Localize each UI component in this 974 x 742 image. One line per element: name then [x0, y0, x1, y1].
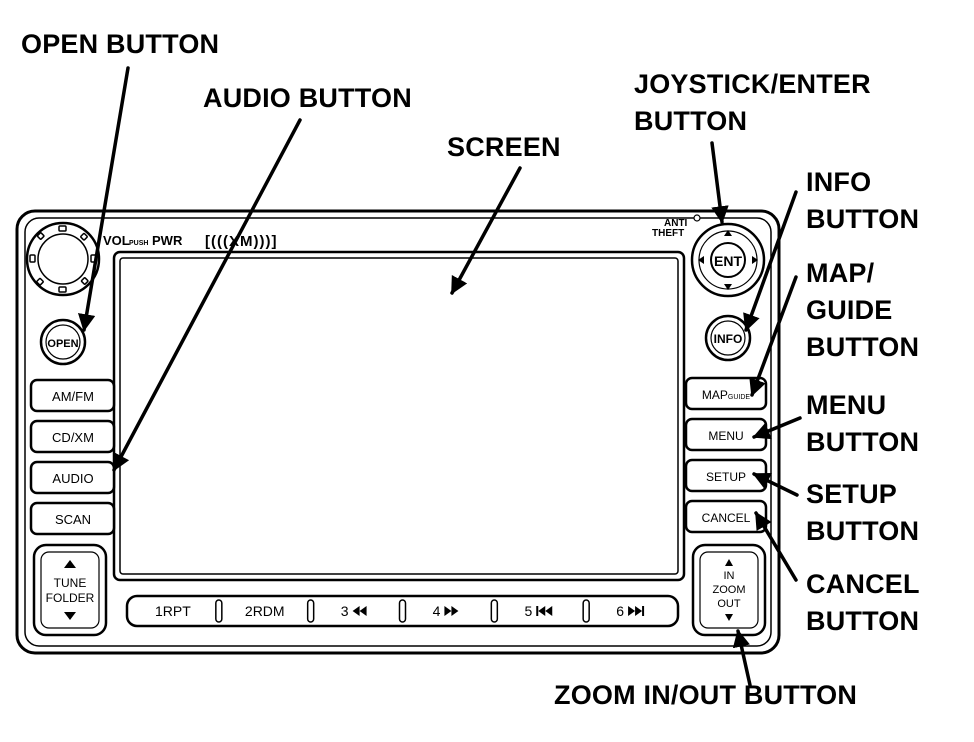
menu-arrow [752, 416, 802, 440]
ent-label: ENT [714, 253, 742, 269]
preset-button-label: 2RDM [245, 603, 285, 619]
map-guide-button-callout: MAP/ GUIDE BUTTON [806, 258, 920, 362]
preset-button-3[interactable]: 3 [306, 599, 367, 623]
preset-divider [582, 599, 590, 623]
info-button-label: INFO [714, 332, 743, 346]
joystick-arrow [710, 141, 729, 224]
preset-divider [215, 599, 223, 623]
setup-arrow [752, 472, 799, 497]
callout-arrows [77, 66, 802, 687]
preset-button-label: 4 [433, 603, 441, 619]
open-button-callout: OPEN BUTTON [21, 29, 220, 59]
zoom-in-out-rocker[interactable]: IN ZOOM OUT [691, 543, 767, 637]
folder-label: FOLDER [46, 591, 95, 605]
preset-button-label: 1RPT [155, 603, 191, 619]
cancel-arrow [754, 511, 798, 582]
vol-label: VOL [103, 233, 130, 248]
preset-button-6[interactable]: 6 [582, 599, 645, 623]
amfm-button-label: AM/FM [52, 389, 94, 404]
audio-button-label: AUDIO [52, 471, 93, 486]
joystick-right-arrow-icon [752, 256, 758, 264]
amfm-button[interactable]: AM/FM [29, 378, 116, 413]
pwr-label: PWR [152, 233, 183, 248]
zoom-in-arrow-icon [725, 559, 733, 566]
joystick-up-arrow-icon [724, 230, 732, 236]
map-guide-arrow [749, 275, 798, 397]
display-screen-inner [119, 257, 679, 575]
preset-button-label: 5 [524, 603, 532, 619]
push-label: PUSH [129, 240, 148, 247]
preset-button-1[interactable]: 1RPT [155, 603, 191, 619]
open-button[interactable]: OPEN [39, 318, 87, 366]
preset-button-4[interactable]: 4 [398, 599, 459, 623]
rewind-icon [352, 606, 367, 616]
volume-power-knob[interactable] [25, 221, 101, 297]
screen-arrow [450, 166, 522, 295]
zoom-label: ZOOM [713, 584, 746, 596]
joystick-left-arrow-icon [698, 256, 704, 264]
preset-divider [490, 599, 499, 623]
anti-theft-indicator [693, 214, 701, 222]
map-guide-button-label: MAPGUIDE [702, 388, 751, 402]
preset-divider [398, 599, 407, 623]
xm-logo: [(((XM)))] [205, 233, 277, 250]
anti-theft-label-2: THEFT [652, 228, 684, 239]
menu-button-label: MENU [708, 429, 743, 443]
display-screen [112, 250, 686, 582]
joystick-enter-button[interactable]: ENT [690, 222, 766, 298]
audio-button-callout: AUDIO BUTTON [203, 83, 412, 113]
scan-button[interactable]: SCAN [29, 501, 116, 536]
open-button-arrow [77, 66, 130, 332]
zoom-out-label: OUT [717, 598, 741, 610]
scan-button-label: SCAN [55, 512, 91, 527]
anti-theft-label-1: ANTI [664, 218, 688, 229]
joystick-down-arrow-icon [724, 284, 732, 290]
tune-down-arrow-icon [64, 612, 76, 620]
cdxm-button[interactable]: CD/XM [29, 419, 116, 454]
setup-button[interactable]: SETUP [684, 458, 768, 493]
zoom-in-label: IN [724, 570, 735, 582]
knob-grip-marks [29, 225, 97, 293]
preset-button-label: 3 [341, 603, 349, 619]
tune-label: TUNE [54, 576, 87, 590]
info-button-callout: INFO BUTTON [806, 167, 920, 234]
preset-button-label: 6 [616, 603, 624, 619]
preset-button-2[interactable]: 2RDM [215, 599, 285, 623]
joystick-enter-callout: JOYSTICK/ENTER BUTTON [634, 69, 871, 136]
tune-up-arrow-icon [64, 560, 76, 568]
cancel-button[interactable]: CANCEL [684, 499, 768, 534]
fast-forward-icon [444, 606, 459, 616]
cdxm-button-label: CD/XM [52, 430, 94, 445]
open-button-label: OPEN [47, 338, 78, 350]
setup-button-label: SETUP [706, 470, 746, 484]
info-button[interactable]: INFO [704, 314, 752, 362]
skip-back-icon [536, 606, 553, 616]
preset-button-5[interactable]: 5 [490, 599, 553, 623]
menu-button-callout: MENU BUTTON [806, 390, 920, 457]
menu-button[interactable]: MENU [684, 417, 768, 452]
tune-folder-rocker[interactable]: TUNE FOLDER [32, 543, 108, 637]
screen-callout: SCREEN [447, 132, 561, 162]
cancel-button-callout: CANCEL BUTTON [806, 569, 920, 636]
preset-buttons: 1RPT 2RDM 3 4 5 6 [155, 599, 645, 623]
setup-button-callout: SETUP BUTTON [806, 479, 920, 546]
zoom-out-arrow-icon [725, 614, 733, 621]
preset-divider [306, 599, 315, 623]
map-guide-button[interactable]: MAPGUIDE [684, 376, 768, 411]
zoom-arrow [732, 629, 752, 687]
skip-forward-icon [628, 606, 645, 616]
zoom-in-out-callout: ZOOM IN/OUT BUTTON [554, 680, 858, 710]
cancel-button-label: CANCEL [702, 511, 751, 525]
info-arrow [743, 190, 798, 332]
audio-button[interactable]: AUDIO [29, 460, 116, 495]
audio-button-arrow [112, 118, 302, 472]
